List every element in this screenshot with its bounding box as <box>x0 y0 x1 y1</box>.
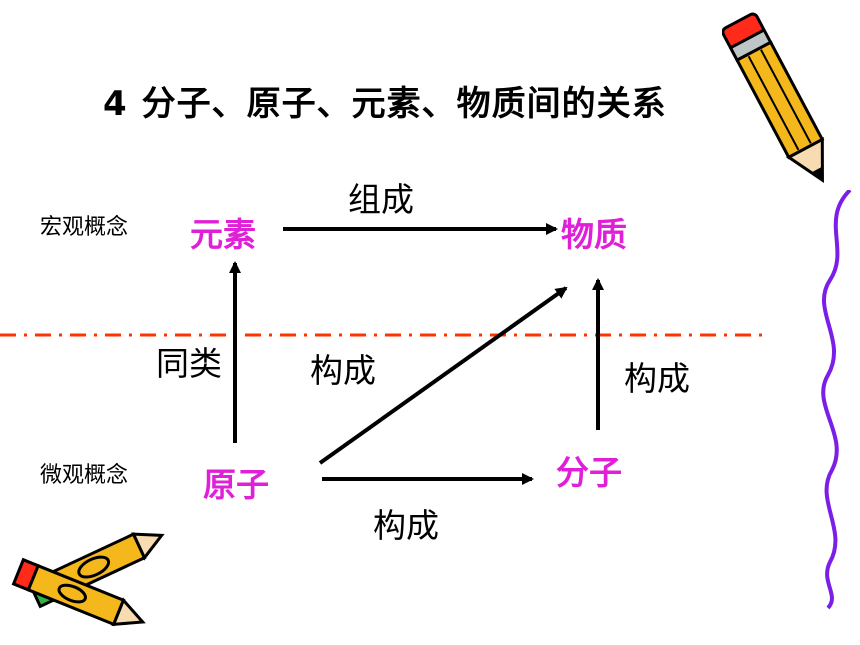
title-text: 分子、原子、元素、物质间的关系 <box>141 84 667 124</box>
edge-label-compose: 组成 <box>348 180 414 219</box>
node-atom: 原子 <box>203 465 269 504</box>
edge-label-molecule-substance: 构成 <box>624 359 690 398</box>
micro-concept-label: 微观概念 <box>40 463 129 488</box>
macro-concept-label: 宏观概念 <box>40 215 129 240</box>
edge-label-atom-substance: 构成 <box>310 351 376 390</box>
edge-label-same-kind: 同类 <box>156 344 222 383</box>
edge-label-atom-molecule: 构成 <box>373 506 439 545</box>
page-title: 4 分子、原子、元素、物质间的关系 <box>103 76 667 125</box>
title-number: 4 <box>103 84 128 124</box>
crossed-pencils-icon <box>11 532 165 627</box>
pencil-icon <box>722 12 825 184</box>
node-molecule: 分子 <box>556 453 622 492</box>
squiggle-border-icon <box>821 190 852 610</box>
node-element: 元素 <box>190 215 256 254</box>
node-substance: 物质 <box>561 215 627 254</box>
arrow-atom-to-substance <box>318 286 568 465</box>
